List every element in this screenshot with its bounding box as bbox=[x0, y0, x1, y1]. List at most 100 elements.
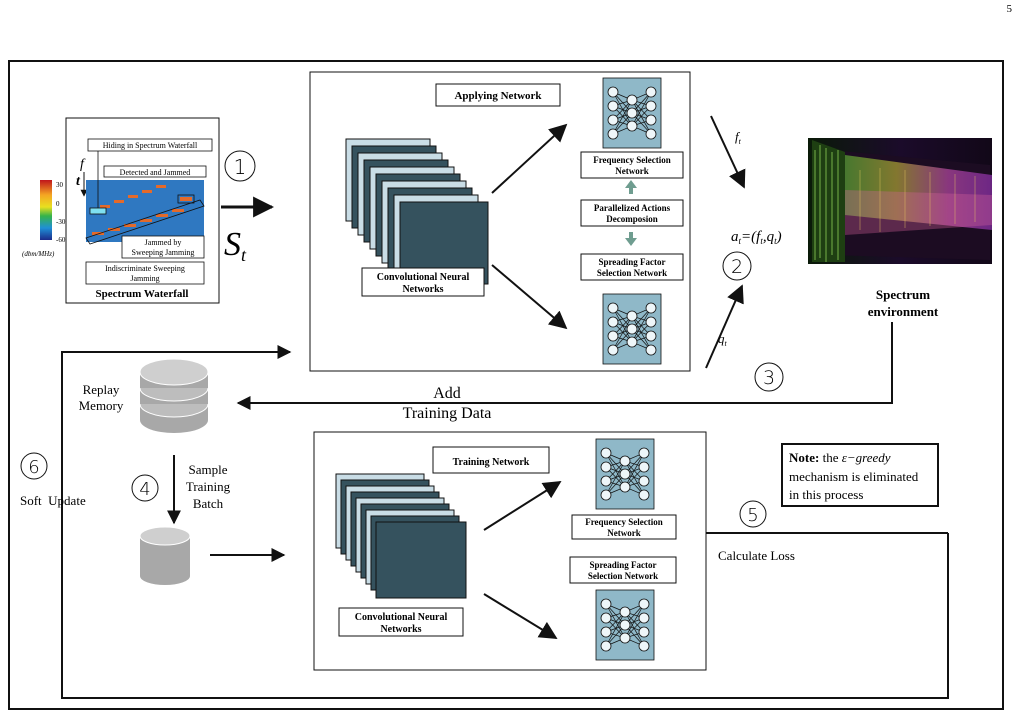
nn-node bbox=[600, 612, 612, 624]
sf-net-label-training-2: Selection Network bbox=[588, 571, 658, 581]
svg-text:4: 4 bbox=[139, 479, 150, 500]
colorbar-tick: -30 bbox=[56, 218, 66, 226]
f-action-label: ft bbox=[735, 129, 742, 146]
sf-net-label-applying-1: Spreading Factor bbox=[598, 257, 665, 267]
jamming-signals bbox=[92, 185, 192, 235]
nn-node bbox=[638, 612, 650, 624]
freq-net-label-applying-1: Frequency Selection bbox=[593, 155, 671, 165]
outer-frame bbox=[8, 60, 1004, 710]
nn-node bbox=[619, 632, 631, 644]
note-box bbox=[781, 443, 939, 507]
nn-node bbox=[638, 626, 650, 638]
cnn-label-training-2: Networks bbox=[380, 624, 421, 635]
nn-node bbox=[607, 344, 619, 356]
nn-node bbox=[645, 302, 657, 314]
sample-label-2: Training bbox=[186, 479, 231, 494]
step-4-circle: 4 bbox=[131, 474, 159, 502]
nn-node bbox=[638, 598, 650, 610]
nn-node bbox=[607, 128, 619, 140]
nn-node bbox=[619, 619, 631, 631]
callout-hiding: Hiding in Spectrum Waterfall bbox=[103, 141, 198, 150]
nn-node bbox=[645, 330, 657, 342]
spectrum-environment-image bbox=[808, 138, 992, 264]
nn-node bbox=[607, 330, 619, 342]
nn-node bbox=[645, 86, 657, 98]
page-number: 5 bbox=[1007, 3, 1013, 15]
step-2-circle: 2 bbox=[722, 251, 752, 281]
nn-icon-sf-applying bbox=[602, 293, 662, 365]
note-line-2: mechanism is eliminated bbox=[789, 469, 919, 484]
cnn-label-training-1: Convolutional Neural bbox=[355, 612, 448, 623]
callout-detected: Detected and Jammed bbox=[120, 168, 191, 177]
colorbar-tick: 30 bbox=[56, 181, 64, 189]
callout-jammed-1: Jammed by bbox=[145, 238, 182, 247]
freq-net-label-training-2: Network bbox=[607, 528, 641, 538]
step-6-circle: 6 bbox=[20, 452, 48, 480]
parallel-label-1: Parallelized Actions bbox=[594, 203, 671, 213]
cnn-label-applying-1: Convolutional Neural bbox=[377, 272, 470, 283]
soft-update-label: Soft Update bbox=[20, 493, 86, 508]
nn-node bbox=[626, 336, 638, 348]
nn-node bbox=[619, 481, 631, 493]
training-network-title: Training Network bbox=[453, 457, 530, 468]
nn-node bbox=[619, 606, 631, 618]
down-arrow-icon bbox=[625, 232, 637, 246]
environment-label-2: environment bbox=[868, 304, 939, 319]
svg-text:5: 5 bbox=[747, 505, 758, 526]
nn-icon-frequency-applying bbox=[602, 77, 662, 149]
step-5-circle: 5 bbox=[739, 500, 767, 528]
state-label: St bbox=[224, 226, 247, 265]
freq-net-label-applying-2: Network bbox=[615, 166, 649, 176]
svg-text:1: 1 bbox=[234, 155, 247, 179]
parallel-label-2: Decomposion bbox=[606, 214, 658, 224]
sf-net-label-training-1: Spreading Factor bbox=[589, 560, 656, 570]
training-batch-icon bbox=[139, 526, 191, 585]
sf-net-label-applying-2: Selection Network bbox=[597, 268, 667, 278]
nn-node bbox=[607, 316, 619, 328]
waterfall-caption: Spectrum Waterfall bbox=[96, 288, 189, 300]
svg-text:6: 6 bbox=[28, 457, 39, 478]
applying-network-title: Applying Network bbox=[454, 90, 542, 102]
nn-node bbox=[607, 86, 619, 98]
nn-node bbox=[600, 447, 612, 459]
note-line-3: in this process bbox=[789, 487, 863, 502]
cnn-label-applying-2: Networks bbox=[402, 284, 443, 295]
replay-label-1: Replay bbox=[83, 382, 120, 397]
nn-node bbox=[619, 455, 631, 467]
nn-icon-frequency-training bbox=[595, 438, 655, 510]
colorbar-tick: 0 bbox=[56, 200, 60, 208]
nn-node bbox=[645, 128, 657, 140]
nn-node bbox=[626, 94, 638, 106]
nn-node bbox=[600, 598, 612, 610]
colorbar-tick: -60 bbox=[56, 236, 66, 244]
nn-node bbox=[645, 316, 657, 328]
q-action-label: qt bbox=[718, 331, 728, 348]
action-equation: at=(ft,qt) bbox=[731, 229, 782, 246]
colorbar bbox=[40, 180, 52, 240]
step-3-circle: 3 bbox=[754, 362, 784, 392]
nn-node bbox=[626, 120, 638, 132]
nn-node bbox=[638, 475, 650, 487]
nn-icon-sf-training bbox=[595, 589, 655, 661]
nn-node bbox=[638, 489, 650, 501]
nn-node bbox=[600, 640, 612, 652]
svg-text:3: 3 bbox=[763, 367, 775, 389]
nn-node bbox=[645, 100, 657, 112]
nn-node bbox=[607, 302, 619, 314]
nn-node bbox=[600, 475, 612, 487]
step-1-circle: 1 bbox=[224, 150, 256, 182]
calculate-loss-label: Calculate Loss bbox=[718, 548, 795, 563]
replay-memory-icon bbox=[139, 358, 209, 433]
colorbar-unit: (dbm/MHz) bbox=[22, 250, 55, 258]
nn-node bbox=[600, 461, 612, 473]
nn-node bbox=[626, 107, 638, 119]
sample-label-1: Sample bbox=[189, 462, 228, 477]
environment-label-1: Spectrum bbox=[876, 287, 930, 302]
spectrum-waterfall-panel: 30 0 -30 -60 (dbm/MHz) f t bbox=[22, 117, 220, 304]
callout-indiscriminate-1: Indiscriminate Sweeping bbox=[105, 264, 185, 273]
svg-text:2: 2 bbox=[731, 256, 743, 278]
cnn-stack-training bbox=[335, 473, 467, 599]
up-arrow-icon bbox=[625, 180, 637, 194]
sample-label-3: Batch bbox=[193, 496, 224, 511]
